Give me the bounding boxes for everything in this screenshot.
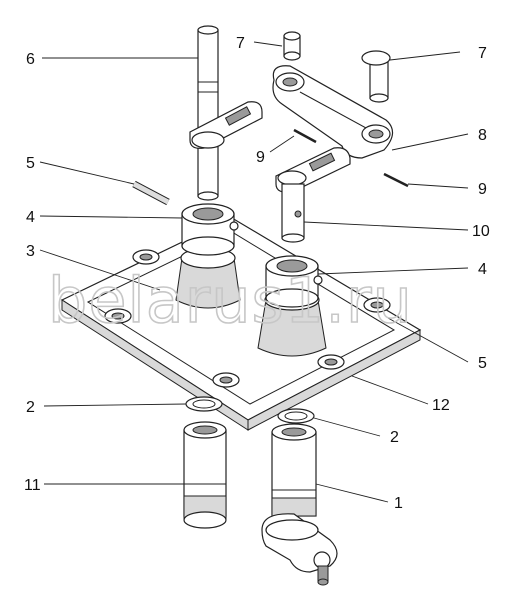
shaft-10 bbox=[281, 183, 305, 243]
ring-2-left bbox=[185, 396, 223, 412]
callout-10: 10 bbox=[472, 223, 490, 240]
callout-8: 8 bbox=[478, 127, 487, 144]
cotter-pin-9-left bbox=[293, 128, 317, 144]
watermark-text: belarus1.ru bbox=[48, 264, 413, 337]
spring-pin-5 bbox=[132, 180, 170, 206]
callout-12: 12 bbox=[432, 397, 450, 414]
pin-7-small bbox=[283, 31, 301, 61]
link-8 bbox=[272, 65, 394, 159]
ring-2-right bbox=[277, 408, 315, 424]
callout-11: 11 bbox=[24, 477, 41, 494]
callout-labels: 6 7 7 8 9 9 5 4 10 3 4 5 2 12 2 11 1 bbox=[24, 35, 490, 512]
callout-4-left: 4 bbox=[26, 209, 35, 226]
leader-lines bbox=[39, 41, 469, 503]
sleeve-11 bbox=[183, 421, 227, 529]
cotter-pin-9-right bbox=[383, 172, 409, 188]
callout-7-small: 7 bbox=[236, 35, 245, 52]
callout-7-headed: 7 bbox=[478, 45, 487, 62]
callout-2-left: 2 bbox=[26, 399, 35, 416]
callout-3: 3 bbox=[26, 243, 35, 260]
callout-9-left: 9 bbox=[256, 149, 265, 166]
callout-6: 6 bbox=[26, 51, 35, 68]
shaft-6 bbox=[197, 25, 219, 201]
callout-9-right: 9 bbox=[478, 181, 487, 198]
pin-7-headed bbox=[361, 50, 391, 103]
bushing-right bbox=[265, 255, 323, 308]
shaft-arm-1 bbox=[261, 423, 338, 586]
bushing-left bbox=[181, 203, 239, 256]
callout-4-right: 4 bbox=[478, 261, 487, 278]
lever-upper-left bbox=[189, 101, 263, 149]
lever-10 bbox=[275, 147, 351, 193]
callout-5-bottom: 5 bbox=[478, 355, 487, 372]
callout-1: 1 bbox=[394, 495, 403, 512]
callout-5-top: 5 bbox=[26, 155, 35, 172]
callout-2-right: 2 bbox=[390, 429, 399, 446]
base-plate bbox=[60, 217, 422, 431]
